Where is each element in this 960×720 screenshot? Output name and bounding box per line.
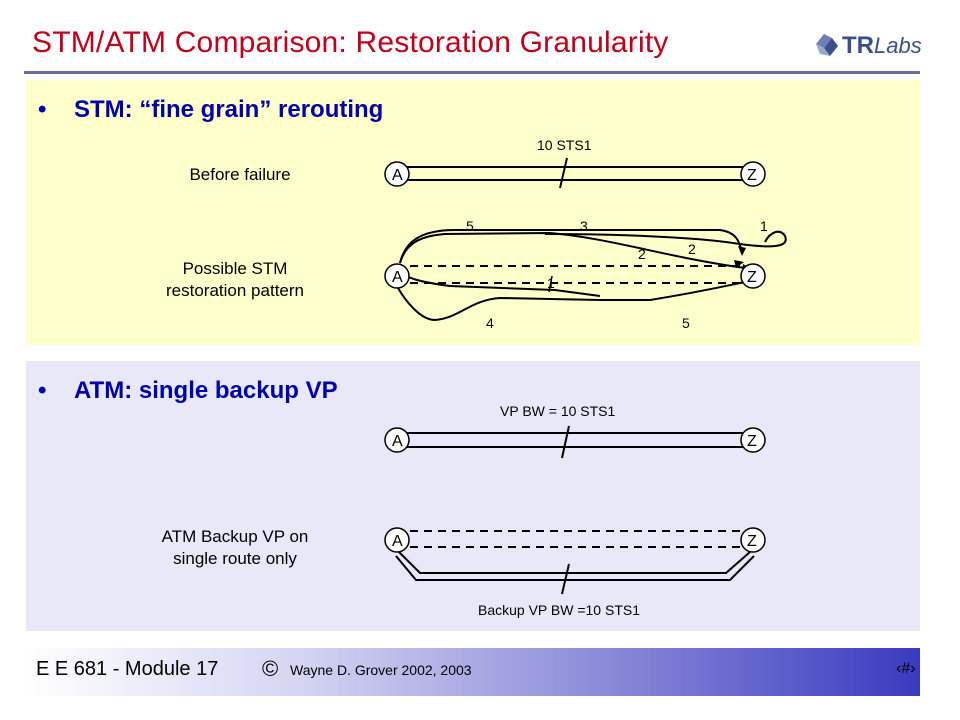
- backup-vp-bandwidth-label: Backup VP BW =10 STS1: [478, 602, 640, 618]
- footer-author: Wayne D. Grover 2002, 2003: [290, 662, 472, 678]
- footer-copyright-symbol: ©: [262, 656, 279, 681]
- logo-text: Labs: [874, 33, 922, 58]
- stm-heading-text: STM: “fine grain” rerouting: [74, 96, 384, 123]
- logo-mark: TR: [842, 32, 874, 59]
- stm-restoration-label-line1: Possible STM: [182, 259, 288, 278]
- footer-bar: [24, 648, 920, 696]
- page-title: STM/ATM Comparison: Restoration Granular…: [32, 26, 669, 59]
- stm-restoration-label: Possible STM restoration pattern: [130, 258, 340, 302]
- atm-panel: [26, 361, 920, 631]
- atm-backup-label: ATM Backup VP on single route only: [130, 526, 340, 570]
- atm-backup-label-line1: ATM Backup VP on: [161, 527, 309, 546]
- logo-icon: [816, 34, 838, 56]
- atm-backup-label-line2: single route only: [173, 549, 297, 568]
- stm-restoration-label-line2: restoration pattern: [166, 281, 304, 300]
- footer-page-number: ‹#›: [896, 660, 916, 677]
- capacity-label: 10 STS1: [537, 137, 592, 153]
- atm-heading-text: ATM: single backup VP: [74, 377, 338, 404]
- stm-heading: •STM: “fine grain” rerouting: [38, 96, 384, 123]
- before-failure-label: Before failure: [189, 165, 291, 184]
- trlabs-logo: TR Labs: [816, 32, 922, 59]
- atm-heading: •ATM: single backup VP: [38, 377, 338, 404]
- footer-course: E E 681 - Module 17: [36, 658, 219, 680]
- vp-bandwidth-label: VP BW = 10 STS1: [500, 403, 616, 419]
- title-divider: [24, 71, 920, 74]
